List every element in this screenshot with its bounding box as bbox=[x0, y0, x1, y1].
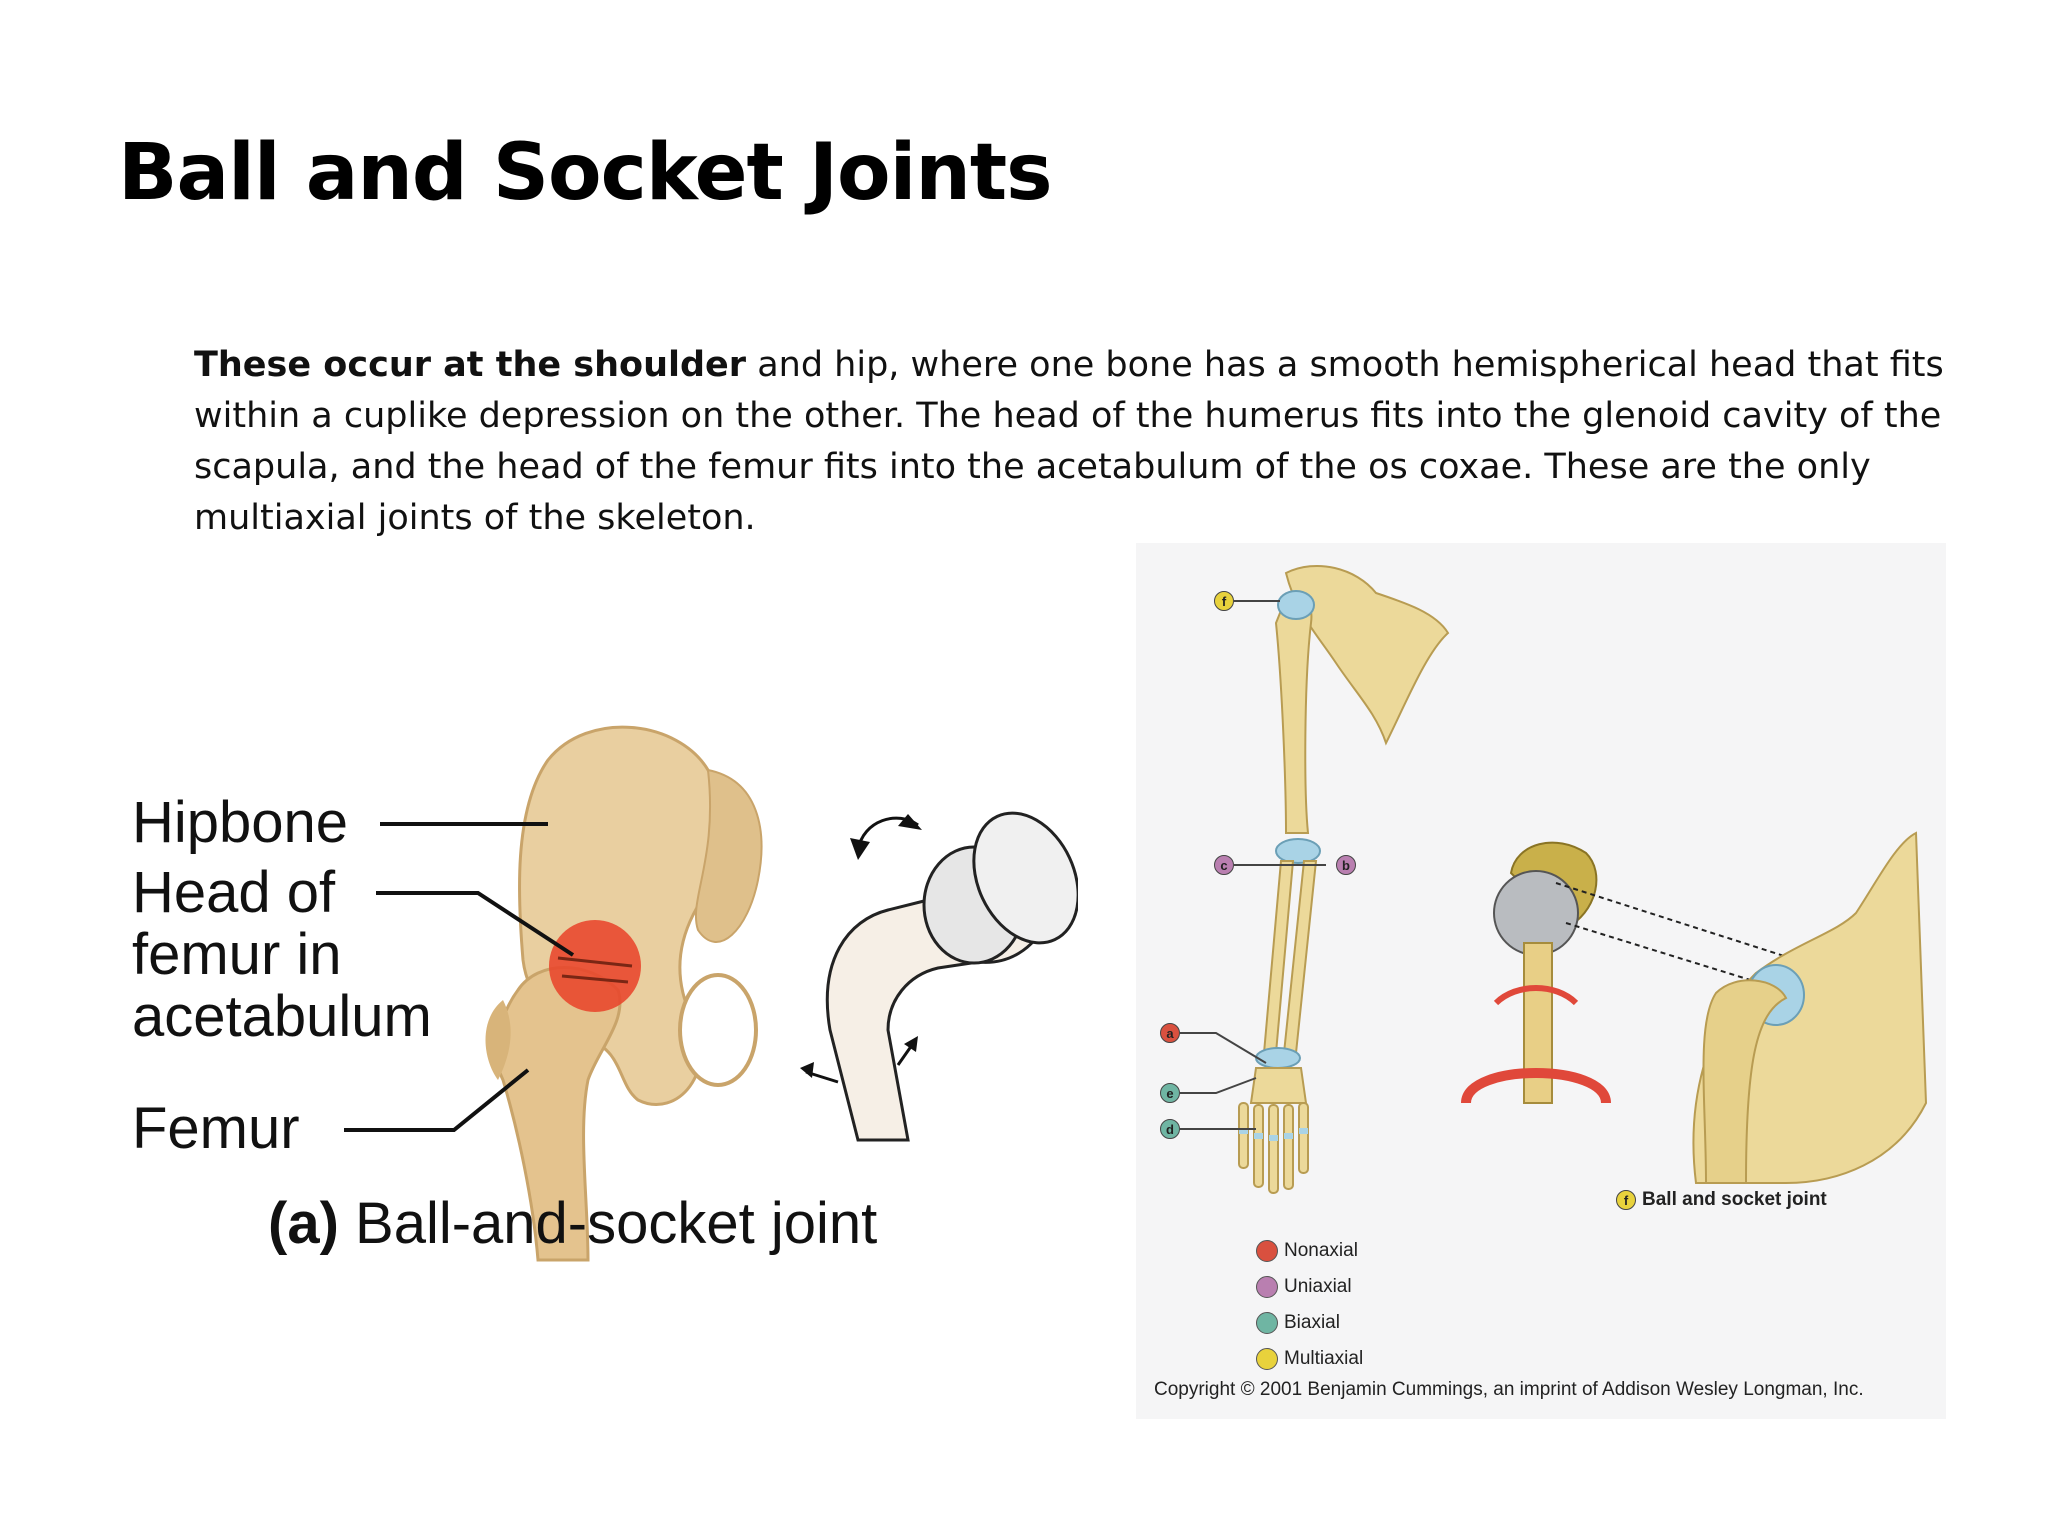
legend-label: Biaxial bbox=[1284, 1312, 1340, 1333]
copyright-notice: Copyright © 2001 Benjamin Cummings, an i… bbox=[1154, 1379, 1864, 1400]
arm-skeleton-illustration bbox=[1180, 565, 1928, 1194]
tag-d-hand: d bbox=[1160, 1119, 1180, 1139]
body-bold-lead: These occur at the shoulder bbox=[194, 345, 747, 385]
arm-joints-figure: f c b a e d f Ball and socket joint Nona… bbox=[1136, 543, 1946, 1419]
label-femur: Femur bbox=[132, 1096, 300, 1161]
legend-dot-nonaxial bbox=[1256, 1240, 1278, 1262]
caption-letter: (a) bbox=[268, 1191, 339, 1256]
legend-dot-biaxial bbox=[1256, 1312, 1278, 1334]
joint-type-legend: Nonaxial Uniaxial Biaxial Multiaxial bbox=[1256, 1233, 1363, 1377]
hip-joint-figure: Hipbone Head of femur in acetabulum Femu… bbox=[118, 700, 1078, 1300]
tag-a-wrist: a bbox=[1160, 1023, 1180, 1043]
legend-item-uniaxial: Uniaxial bbox=[1256, 1269, 1363, 1305]
legend-label: Multiaxial bbox=[1284, 1348, 1364, 1369]
ball-socket-joint-caption: f Ball and socket joint bbox=[1616, 1189, 1827, 1211]
legend-label: Uniaxial bbox=[1284, 1276, 1352, 1297]
tag-b-elbow: b bbox=[1336, 855, 1356, 875]
label-head-of-femur-1: Head of bbox=[132, 860, 336, 925]
hip-joint-illustration bbox=[344, 725, 1078, 1262]
body-paragraph: These occur at the shoulder and hip, whe… bbox=[194, 340, 1944, 544]
caption-tag-f: f bbox=[1616, 1190, 1636, 1210]
legend-label: Nonaxial bbox=[1284, 1240, 1358, 1261]
slide-title: Ball and Socket Joints bbox=[118, 128, 1053, 218]
body-text-rest: and hip, where one bone has a smooth hem… bbox=[194, 345, 1944, 538]
tag-e-hand: e bbox=[1160, 1083, 1180, 1103]
tag-f-shoulder: f bbox=[1214, 591, 1234, 611]
figure-caption-a: (a) Ball-and-socket joint bbox=[268, 1190, 877, 1257]
tag-c-elbow: c bbox=[1214, 855, 1234, 875]
legend-item-nonaxial: Nonaxial bbox=[1256, 1233, 1363, 1269]
legend-dot-uniaxial bbox=[1256, 1276, 1278, 1298]
legend-item-biaxial: Biaxial bbox=[1256, 1305, 1363, 1341]
caption-text-ball-socket: Ball and socket joint bbox=[1642, 1189, 1827, 1210]
legend-item-multiaxial: Multiaxial bbox=[1256, 1341, 1363, 1377]
label-head-of-femur-3: acetabulum bbox=[132, 984, 432, 1049]
caption-text: Ball-and-socket joint bbox=[338, 1191, 878, 1256]
label-hipbone: Hipbone bbox=[132, 790, 349, 855]
label-head-of-femur-2: femur in bbox=[132, 922, 342, 987]
legend-dot-multiaxial bbox=[1256, 1348, 1278, 1370]
